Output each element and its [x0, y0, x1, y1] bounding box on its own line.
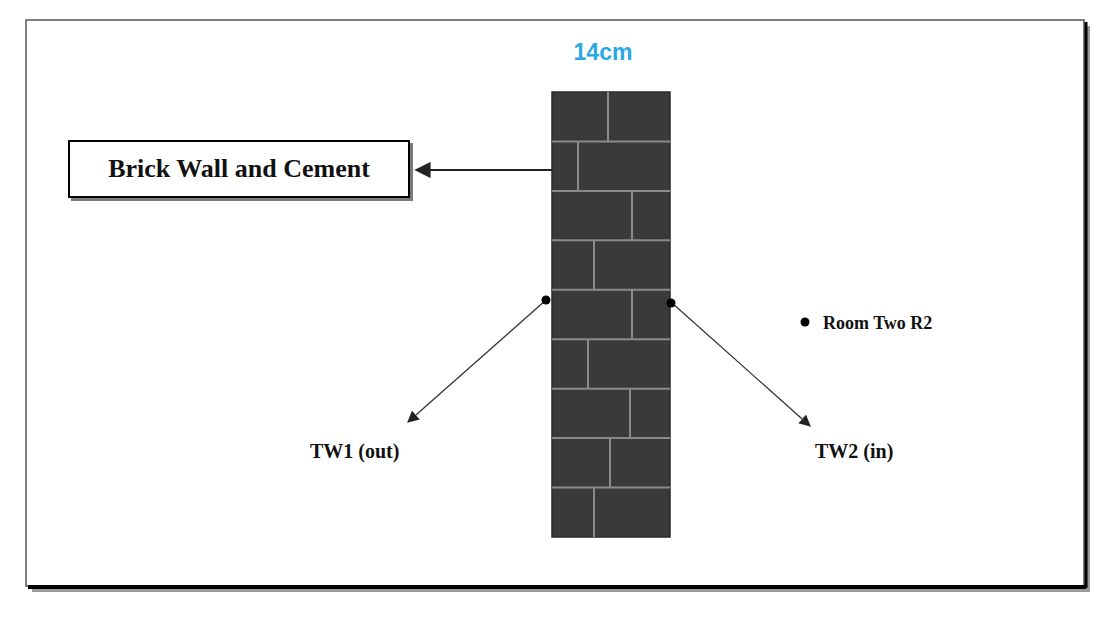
brick-wall [552, 92, 670, 537]
mortar-joint [631, 191, 633, 240]
mortar-joint [577, 141, 579, 190]
wall-body [552, 92, 670, 537]
mortar-joint [607, 92, 609, 141]
mortar-line [552, 140, 670, 142]
sensor-dot [667, 299, 676, 308]
leader-line [672, 303, 810, 426]
mortar-joint [587, 339, 589, 388]
mortar-joint [593, 488, 595, 537]
mortar-line [552, 289, 670, 291]
box-text: Brick Wall and Cement [108, 154, 370, 184]
sensor-label: TW1 (out) [310, 440, 399, 463]
mortar-line [552, 388, 670, 390]
leader-line [408, 300, 546, 422]
mortar-joint [629, 389, 631, 438]
room-label: Room Two R2 [823, 313, 932, 334]
frame-edge [1085, 22, 1088, 588]
frame [26, 20, 1084, 586]
mortar-joint [631, 290, 633, 339]
leader-line [416, 169, 552, 171]
mortar-joint [593, 240, 595, 289]
mortar-line [552, 190, 670, 192]
mortar-joint [609, 438, 611, 487]
frame-edge [28, 585, 1086, 589]
dimension-label: 14cm [574, 39, 633, 66]
mortar-line [552, 239, 670, 241]
sensor-dot [801, 318, 810, 327]
sensor-dot [542, 296, 551, 305]
mortar-line [552, 338, 670, 340]
sensor-label: TW2 (in) [815, 440, 893, 463]
label-box: Brick Wall and Cement [68, 140, 410, 198]
